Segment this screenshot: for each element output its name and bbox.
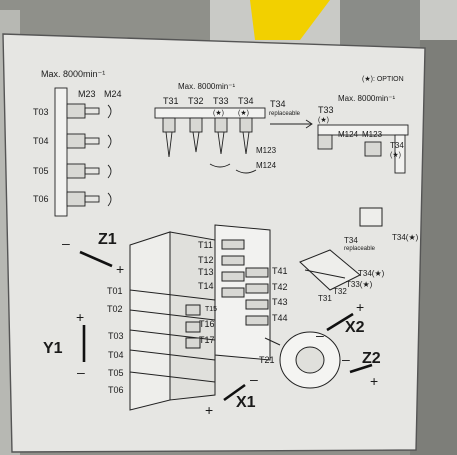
replace-note: replaceable [269,111,301,117]
station-label-t03-lower: T03 [108,331,124,341]
motor-label-m124: M124 [256,161,277,170]
tool-post-block [129,231,171,411]
axis-arrows [79,250,373,402]
x2-minus: – [316,327,324,343]
small-turret-t34-star: T34(★) [392,233,419,242]
turret-tools [221,239,269,326]
station-label-t13: T13 [198,267,214,277]
station-label-t11: T11 [198,240,213,250]
y1-plus: + [76,309,85,325]
station-label-t42: T42 [272,282,288,292]
tool-t32 [189,117,203,153]
rotation-arrow-icon [235,169,257,174]
station-label-t05-lower: T05 [108,368,124,378]
spindle-label-t21: T21 [259,355,275,365]
option-star-t34: (★) [238,110,249,117]
station-label-t15: T15 [205,306,218,313]
station-label-t05-upper: T05 [33,166,49,176]
motor-label-m24: M24 [104,89,122,99]
x2-axis-label: X2 [345,319,365,336]
small-turret-replace-note: replaceable [344,246,376,252]
station-label-t43: T43 [272,297,288,307]
small-turret-t31: T31 [318,294,332,303]
station-label-t01: T01 [107,286,123,296]
small-turret-t34s: T34(★) [358,269,385,278]
small-turret-replace-label: T34 [344,236,358,245]
z1-plus: + [116,261,125,277]
station-label-t34: T34 [238,96,254,106]
x1-plus: + [205,402,214,418]
replace-label-t34: T34 [270,99,286,109]
upper-right-tool-diagram [270,119,409,174]
station-label-t16: T16 [199,319,215,329]
y1-minus: – [77,364,85,380]
z1-minus: – [62,235,70,251]
station-label-t33: T33 [213,96,229,106]
x1-axis-label: X1 [236,394,256,411]
tool-holder-t04 [66,133,112,149]
x1-arrow-icon [223,383,246,402]
option-star-t33: (★) [213,110,224,117]
machine-iso-diagram [129,207,383,411]
upper-left-tool-diagram [54,87,112,217]
max-speed-left: Max. 8000min⁻¹ [41,69,106,79]
option-star-t34-side: (★) [390,152,401,159]
station-label-t32: T32 [188,96,204,106]
small-turret-diagram [299,207,383,291]
small-turret-t33s: T33(★) [346,280,373,289]
small-turret-t32: T32 [333,287,347,296]
x2-arrow-icon [326,312,354,332]
option-legend: (★): OPTION [362,76,404,83]
station-label-t03-upper: T03 [33,107,49,117]
station-label-t04-lower: T04 [108,350,124,360]
station-label-t31: T31 [163,96,179,106]
max-speed-right: Max. 8000min⁻¹ [338,94,396,103]
station-label-t44: T44 [272,313,288,323]
motor-label-m124-right: M124 [338,130,359,139]
rotation-arrow-icon [209,163,231,168]
side-label-t34: T34 [390,141,404,150]
z2-arrow-icon [349,363,373,374]
tool-holder-t06 [66,191,112,207]
tool-t34 [239,117,253,155]
station-label-t12: T12 [198,255,214,265]
station-label-t04-upper: T04 [33,136,49,146]
z2-minus: – [342,351,350,367]
z1-arrow-icon [79,250,113,268]
station-label-t06-upper: T06 [33,194,49,204]
motor-label-m123: M123 [256,146,277,155]
yellow-beam [250,0,330,40]
x2-plus: + [356,299,365,315]
z2-axis-label: Z2 [362,350,381,367]
station-label-t33-right: T33 [318,105,334,115]
motor-label-m23: M23 [78,89,96,99]
tool-t33 [214,117,228,155]
option-star-t33-right: (★) [318,117,329,124]
upper-middle-tool-diagram [154,107,266,174]
station-label-t14: T14 [198,281,214,291]
z1-axis-label: Z1 [98,231,117,248]
station-label-t41: T41 [272,266,288,276]
station-label-t06-lower: T06 [108,385,124,395]
station-label-t02: T02 [107,304,123,314]
station-label-t17: T17 [199,335,215,345]
motor-label-m123-right: M123 [362,130,383,139]
max-speed-middle: Max. 8000min⁻¹ [178,82,236,91]
lower-tools [185,304,201,349]
tool-holder-t05 [66,163,112,179]
x1-minus: – [250,371,258,387]
z2-plus: + [370,373,379,389]
tool-holder-t03 [66,103,112,119]
tool-t31 [162,117,176,158]
y1-axis-label: Y1 [43,340,63,357]
tool-post-rows [129,289,216,383]
